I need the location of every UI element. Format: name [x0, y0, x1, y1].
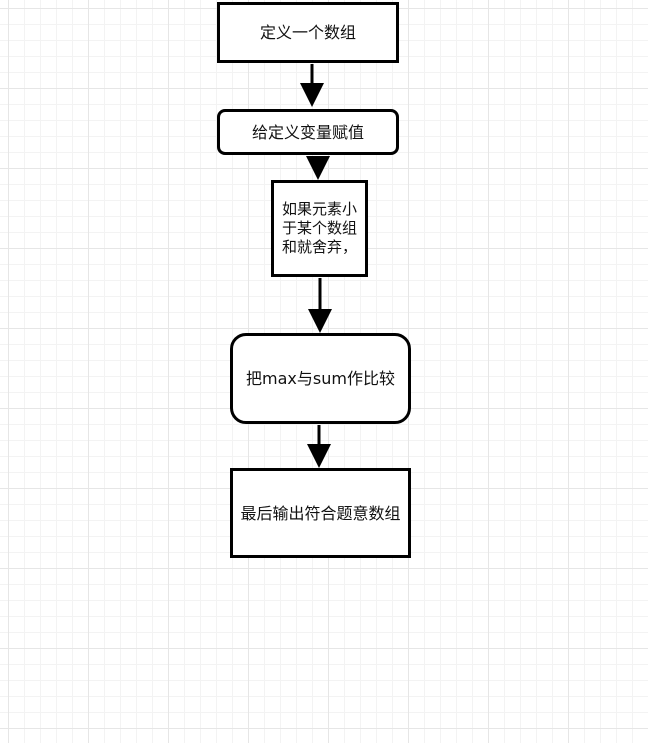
- flow-node-output-array[interactable]: 最后输出符合题意数组: [230, 468, 411, 558]
- flow-node-define-array-label: 定义一个数组: [259, 23, 356, 42]
- flow-node-compare-max-sum-label: 把max与sum作比较: [246, 369, 395, 388]
- flow-node-output-array-label: 最后输出符合题意数组: [240, 503, 401, 523]
- flow-node-discard-condition[interactable]: 如果元素小于某个数组和就舍弃，: [271, 180, 368, 277]
- flow-node-assign-variables-label: 给定义变量赋值: [251, 122, 364, 142]
- flow-node-assign-variables[interactable]: 给定义变量赋值: [217, 109, 399, 155]
- flow-node-discard-condition-label: 如果元素小于某个数组和就舍弃，: [281, 200, 357, 256]
- flow-node-compare-max-sum[interactable]: 把max与sum作比较: [230, 333, 411, 424]
- flow-node-define-array[interactable]: 定义一个数组: [217, 2, 399, 63]
